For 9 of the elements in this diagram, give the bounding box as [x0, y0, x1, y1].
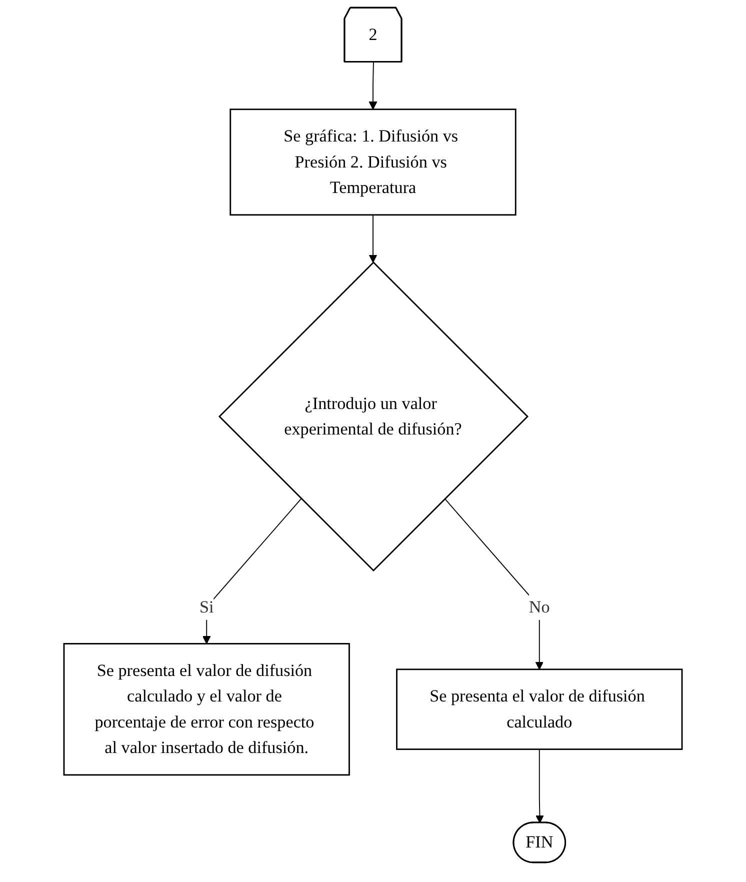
- arrow: [368, 214, 378, 263]
- node-box: Se presenta el valor de difusión calculado y el valor de porcentaje de error con respecto al valor insertado de difusión.: [63, 643, 350, 776]
- node-diamond: ¿Introdujo un valor experimental de difusión?: [218, 261, 529, 572]
- arrow: [536, 748, 544, 824]
- edge-label: No: [528, 597, 550, 616]
- node-box: Se gráfica: 1. Difusión vs Presión 2. Difusión vs Temperatura: [230, 108, 516, 216]
- edge-label: Si: [199, 597, 214, 616]
- arrow: [368, 62, 378, 110]
- node-box: Se presenta el valor de difusión calculado: [396, 668, 683, 750]
